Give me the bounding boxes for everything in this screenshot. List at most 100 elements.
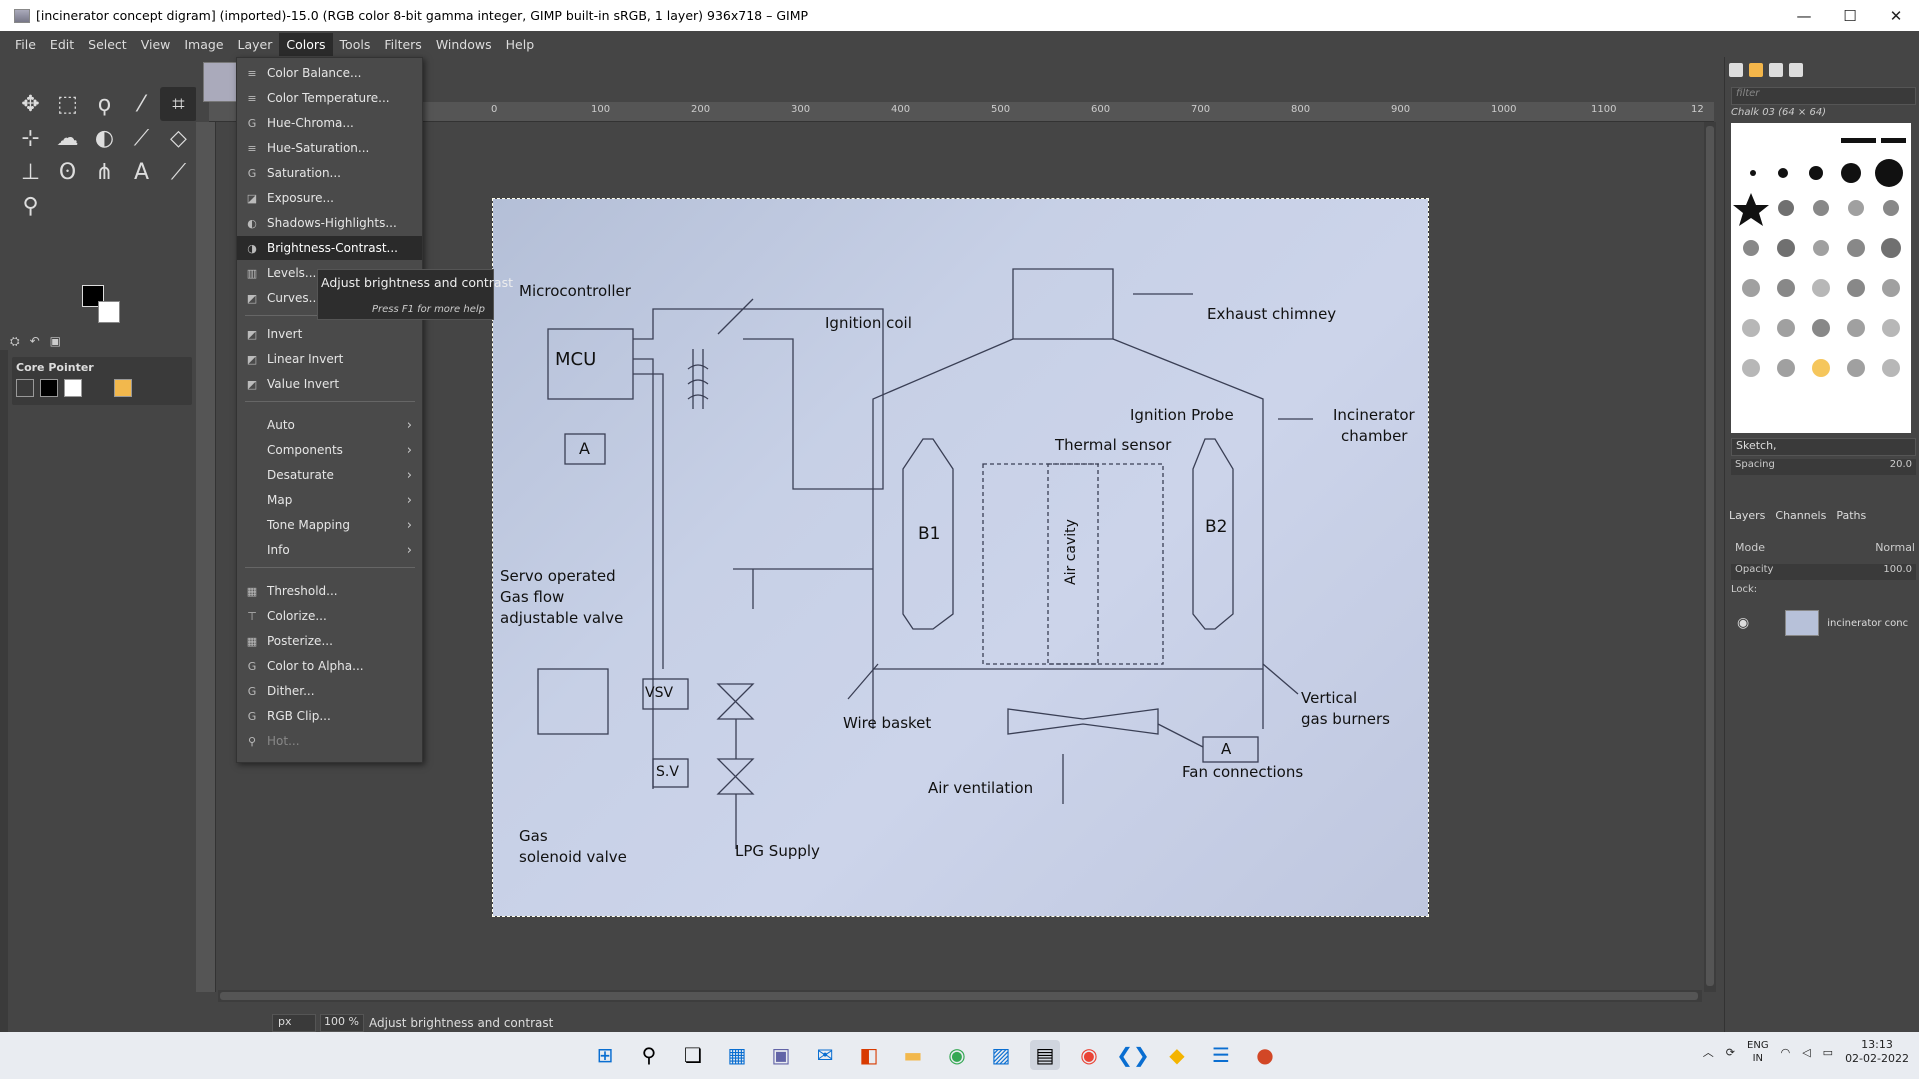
layer-row[interactable]: ◉ incinerator conc — [1725, 607, 1919, 639]
mode-select[interactable]: Normal — [1875, 541, 1915, 554]
minimize-button[interactable]: — — [1796, 6, 1812, 25]
task-view-icon[interactable]: ❏ — [684, 1043, 702, 1067]
office-icon[interactable]: ◧ — [859, 1043, 879, 1067]
opacity-slider[interactable]: Opacity 100.0 — [1731, 564, 1916, 580]
undo-history-icon[interactable]: ↶ — [29, 334, 40, 348]
menu-item-map[interactable]: Map› — [237, 488, 422, 512]
menu-item-desaturate[interactable]: Desaturate› — [237, 463, 422, 487]
menu-item-color-temperature[interactable]: ≡Color Temperature... — [237, 86, 422, 110]
patterns-tab-icon[interactable] — [1749, 63, 1763, 77]
eraser-icon[interactable]: ◇ — [170, 125, 187, 151]
transform-icon[interactable]: ⊹ — [21, 125, 40, 151]
menu-item-brightness-contrast[interactable]: ◑Brightness-Contrast... — [237, 236, 422, 260]
lasso-icon[interactable]: ϙ — [97, 91, 112, 117]
gradient-swatch[interactable] — [114, 379, 132, 397]
widgets-icon[interactable]: ▦ — [727, 1043, 747, 1067]
battery-icon[interactable]: ▭ — [1822, 1045, 1834, 1059]
vscode-icon[interactable]: ❮❯ — [1116, 1043, 1150, 1067]
eye-icon[interactable]: ◉ — [1737, 615, 1750, 631]
menu-colors[interactable]: Colors — [279, 32, 333, 56]
menu-item-auto[interactable]: Auto› — [237, 413, 422, 437]
horizontal-scrollbar[interactable] — [218, 990, 1702, 1002]
menu-view[interactable]: View — [140, 36, 171, 52]
menu-help[interactable]: Help — [505, 36, 535, 52]
menu-item-exposure[interactable]: ◪Exposure... — [237, 186, 422, 210]
menu-item-info[interactable]: Info› — [237, 538, 422, 562]
menu-item-tone-mapping[interactable]: Tone Mapping› — [237, 513, 422, 537]
zoom-icon[interactable]: ⚲ — [22, 193, 39, 219]
vertical-scroll-thumb[interactable] — [1706, 126, 1714, 986]
device-status-icon[interactable]: ⛭ — [10, 334, 20, 348]
bg-swatch[interactable] — [64, 379, 82, 397]
menu-tools[interactable]: Tools — [339, 36, 371, 52]
menu-item-colorize[interactable]: ⊤Colorize... — [237, 604, 422, 628]
menu-item-shadows-highlights[interactable]: ◐Shadows-Highlights... — [237, 211, 422, 235]
search-icon[interactable]: ⚲ — [641, 1043, 657, 1067]
paintbrush-icon[interactable]: ⟋ — [133, 125, 150, 151]
sync-icon[interactable]: ⟳ — [1725, 1045, 1736, 1059]
menu-file[interactable]: File — [15, 36, 36, 52]
photos-icon[interactable]: ▨ — [991, 1043, 1011, 1067]
path-icon[interactable]: ⋔ — [95, 159, 114, 185]
file-explorer-icon[interactable]: ▬ — [903, 1043, 923, 1067]
fuzzy-select-icon[interactable]: ⁄ — [139, 91, 144, 117]
background-color[interactable] — [98, 301, 120, 323]
brush-spacing-slider[interactable]: Spacing 20.0 — [1731, 459, 1916, 475]
image-canvas[interactable]: Microcontroller MCU A Ignition coil Exha… — [492, 198, 1429, 917]
menu-item-threshold[interactable]: ▦Threshold... — [237, 579, 422, 603]
unit-select[interactable]: px — [272, 1014, 316, 1032]
chevron-up-icon[interactable]: ︿ — [1702, 1046, 1714, 1059]
layer-name[interactable]: incinerator conc — [1827, 617, 1909, 629]
menu-select[interactable]: Select — [88, 36, 127, 52]
volume-icon[interactable]: ◁ — [1802, 1045, 1811, 1059]
brush-filter-input[interactable]: filter — [1731, 87, 1916, 105]
menu-item-value-invert[interactable]: ◩Value Invert — [237, 372, 422, 396]
menu-filters[interactable]: Filters — [384, 36, 422, 52]
menu-item-linear-invert[interactable]: ◩Linear Invert — [237, 347, 422, 371]
warp-icon[interactable]: ☁ — [56, 125, 79, 151]
notepad-icon[interactable]: ☰ — [1212, 1043, 1230, 1067]
maximize-button[interactable]: ☐ — [1843, 6, 1857, 25]
brush-preset-select[interactable]: Sketch, — [1731, 438, 1916, 456]
gimp-taskbar-icon[interactable]: ▤ — [1030, 1040, 1060, 1070]
zoom-select[interactable]: 100 % — [320, 1014, 364, 1032]
chat-icon[interactable]: ▣ — [771, 1043, 791, 1067]
vertical-scrollbar[interactable] — [1704, 122, 1716, 992]
menu-item-components[interactable]: Components› — [237, 438, 422, 462]
brushes-tab-icon[interactable] — [1729, 63, 1743, 77]
text-icon[interactable]: A — [133, 159, 150, 185]
mail-icon[interactable]: ✉ — [816, 1043, 834, 1067]
fg-swatch[interactable] — [40, 379, 58, 397]
menu-image[interactable]: Image — [184, 36, 224, 52]
fg-bg-colors[interactable] — [82, 285, 122, 325]
rect-select-icon[interactable]: ⬚ — [57, 91, 78, 117]
tab-channels[interactable]: Channels — [1775, 509, 1827, 522]
menu-item-invert[interactable]: ◩Invert — [237, 322, 422, 346]
chrome-profile-icon[interactable]: ◉ — [1080, 1043, 1098, 1067]
menu-windows[interactable]: Windows — [435, 36, 492, 52]
wifi-icon[interactable]: ◠ — [1780, 1045, 1791, 1059]
color-picker-icon[interactable]: ⟋ — [170, 159, 187, 185]
menu-item-curves[interactable]: ◩Curves... — [237, 286, 422, 310]
image-thumbnail-tab[interactable] — [203, 62, 237, 102]
crop-icon[interactable]: ⌗ — [160, 87, 197, 121]
fonts-tab-icon[interactable] — [1769, 63, 1783, 77]
smudge-icon[interactable]: ʘ — [58, 159, 77, 185]
move-tool-icon[interactable]: ✥ — [21, 91, 40, 117]
documents-tab-icon[interactable] — [1789, 63, 1803, 77]
clone-icon[interactable]: ⊥ — [20, 159, 41, 185]
tab-paths[interactable]: Paths — [1836, 509, 1867, 522]
app-diamond-icon[interactable]: ◆ — [1169, 1043, 1185, 1067]
images-icon[interactable]: ▣ — [49, 334, 62, 348]
bucket-fill-icon[interactable]: ◐ — [94, 125, 115, 151]
horizontal-scroll-thumb[interactable] — [220, 992, 1698, 1000]
chrome-icon[interactable]: ◉ — [948, 1043, 966, 1067]
menu-edit[interactable]: Edit — [49, 36, 75, 52]
